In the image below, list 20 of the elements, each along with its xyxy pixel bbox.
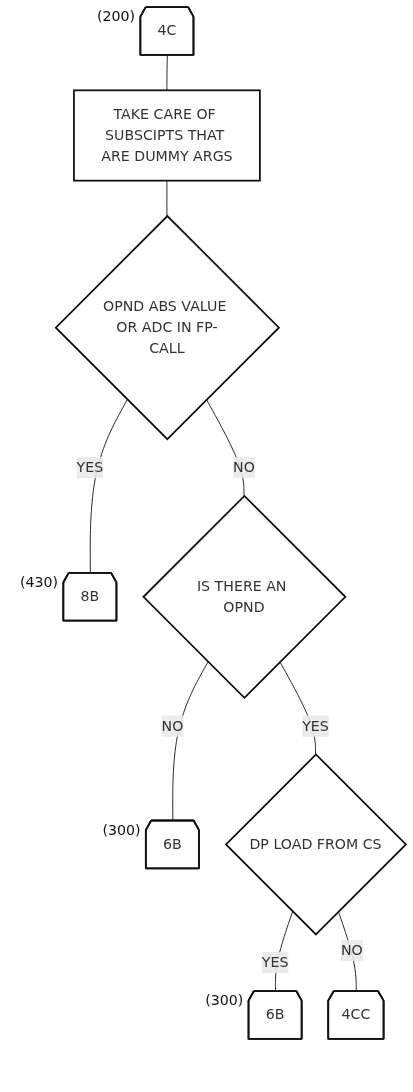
connector bbox=[166, 54, 168, 91]
connector bbox=[337, 911, 357, 992]
reference-number: (430) bbox=[19, 574, 58, 591]
connector bbox=[172, 661, 209, 822]
reference-number: (300) bbox=[205, 992, 244, 1009]
node-diamond: OPND ABS VALUE OR ADC IN FP-CALL bbox=[54, 214, 281, 441]
connector bbox=[166, 180, 168, 217]
edge-label: NO bbox=[161, 717, 184, 735]
reference-number: (300) bbox=[102, 821, 141, 838]
edge-label: NO bbox=[233, 458, 255, 476]
reference-number: (200) bbox=[96, 8, 136, 25]
edge-label: YES bbox=[76, 458, 104, 476]
connector bbox=[206, 399, 245, 497]
node-diamond: IS THERE AN OPND bbox=[142, 494, 347, 700]
edge-label: YES bbox=[261, 953, 289, 971]
node-diamond: DP LOAD FROM CS bbox=[224, 753, 408, 936]
node-box: TAKE CARE OF SUBSCIPTS THAT ARE DUMMY ARGS bbox=[73, 89, 261, 182]
edge-label: YES bbox=[302, 717, 329, 735]
edge-label: NO bbox=[340, 941, 363, 959]
connector bbox=[89, 399, 128, 574]
